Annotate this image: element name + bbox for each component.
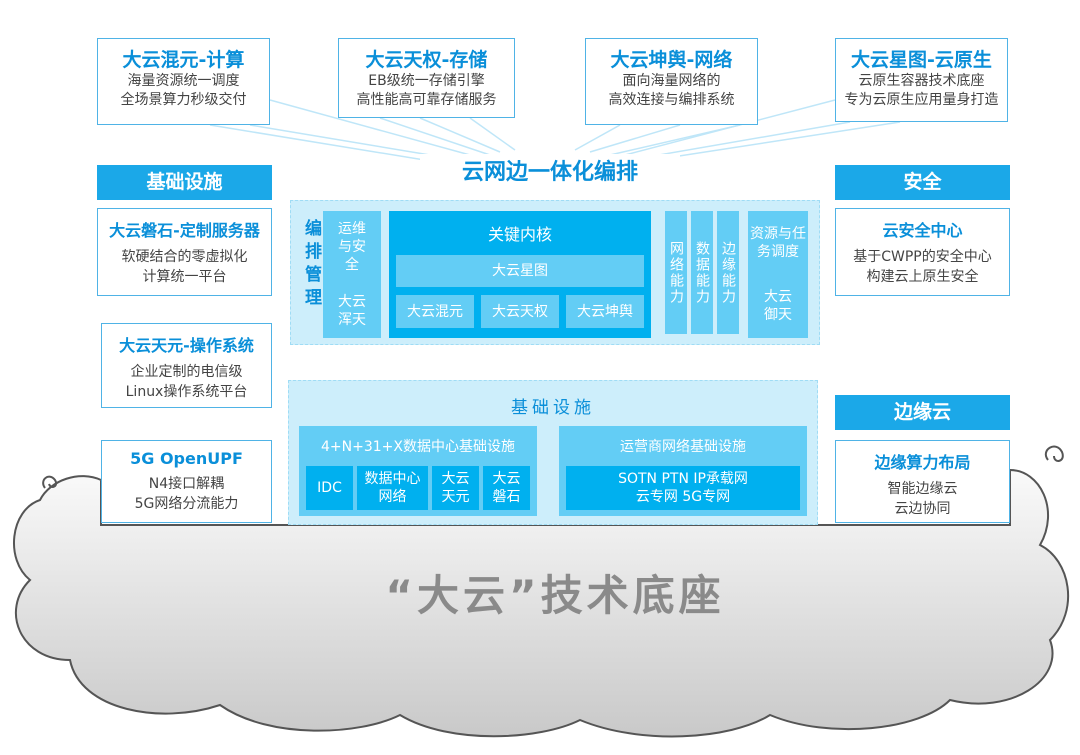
datacenter-title: 4+N+31+X数据中心基础设施 <box>321 439 515 455</box>
upf-box: 5G OpenUPF N4接口解耦 5G网络分流能力 <box>101 440 272 523</box>
dc-network: 数据中心网络 <box>357 466 428 510</box>
core-kunyu: 大云坤舆 <box>566 295 644 328</box>
dc-tianyuan: 大云天元 <box>432 466 479 510</box>
upf-title: 5G OpenUPF <box>130 449 243 468</box>
upf-desc-1: N4接口解耦 <box>148 476 225 492</box>
capability-network: 网络能力 <box>665 211 687 334</box>
edge-desc-1: 智能边缘云 <box>887 481 958 497</box>
security-box: 云安全中心 基于CWPP的安全中心构建云上原生安全 <box>835 208 1010 296</box>
infrastructure-title: 基础设施 <box>511 398 595 418</box>
upf-desc: N4接口解耦 5G网络分流能力 <box>102 474 271 514</box>
orchestration-panel: 编排管理 运维与安全 大云浑天 关键内核 大云星图 大云混元 大云天权 大云坤舆… <box>290 200 820 345</box>
security-desc-1: 基于CWPP的安全中心 <box>853 249 992 265</box>
security-desc-2: 构建云上原生安全 <box>866 269 979 285</box>
security-desc: 基于CWPP的安全中心构建云上原生安全 <box>836 247 1009 287</box>
server-box: 大云磐石-定制服务器 软硬结合的零虚拟化计算统一平台 <box>97 208 272 296</box>
os-desc-1: 企业定制的电信级 <box>130 364 243 380</box>
os-desc: 企业定制的电信级 Linux操作系统平台 <box>102 362 271 402</box>
capability-edge-label: 边缘能力 <box>720 240 736 305</box>
compute-box: 大云混元-计算 海量资源统一调度 全场景算力秒级交付 <box>97 38 270 125</box>
storage-title: 大云天权-存储 <box>365 49 488 71</box>
capability-data: 数据能力 <box>691 211 713 334</box>
ops-title: 运维与安全 <box>338 221 366 274</box>
network-desc-2: 高效连接与编排系统 <box>608 92 735 108</box>
security-header: 安全 <box>835 165 1010 200</box>
scheduling-name: 大云御天 <box>764 289 792 324</box>
scheduling-block: 资源与任务调度 大云御天 <box>748 211 808 338</box>
security-title: 云安全中心 <box>882 221 963 240</box>
carrier-block: 运营商网络基础设施 SOTN PTN IP承载网 云专网 5G专网 <box>559 426 807 516</box>
network-desc-1: 面向海量网络的 <box>622 73 721 89</box>
dc-panshi-label: 大云磐石 <box>492 471 521 505</box>
edge-desc-2: 云边协同 <box>894 501 951 517</box>
capability-data-label: 数据能力 <box>694 240 710 305</box>
core-block: 关键内核 大云星图 大云混元 大云天权 大云坤舆 <box>389 211 651 338</box>
core-xingtu: 大云星图 <box>396 255 644 287</box>
capability-network-label: 网络能力 <box>668 240 684 305</box>
compute-title: 大云混元-计算 <box>122 49 245 71</box>
edge-header: 边缘云 <box>835 395 1010 430</box>
ops-block: 运维与安全 大云浑天 <box>323 211 381 338</box>
carrier-line-2: 云专网 5G专网 <box>635 489 731 505</box>
scheduling-title: 资源与任务调度 <box>750 225 806 260</box>
core-title: 关键内核 <box>487 225 552 244</box>
orchestration-label: 编排管理 <box>301 219 321 311</box>
compute-desc-2: 全场景算力秒级交付 <box>120 92 247 108</box>
os-desc-2: Linux操作系统平台 <box>125 384 248 400</box>
center-title: 云网边一体化编排 <box>420 154 680 186</box>
storage-desc-1: EB级统一存储引擎 <box>368 73 485 89</box>
dc-tianyuan-label: 大云天元 <box>441 471 470 505</box>
ops-name: 大云浑天 <box>338 293 366 328</box>
dc-network-label: 数据中心网络 <box>364 471 421 505</box>
os-box: 大云天元-操作系统 企业定制的电信级 Linux操作系统平台 <box>101 323 272 408</box>
carrier-line-1: SOTN PTN IP承载网 <box>618 471 748 487</box>
edge-title: 边缘算力布局 <box>874 453 971 472</box>
server-desc: 软硬结合的零虚拟化计算统一平台 <box>98 247 271 287</box>
server-title: 大云磐石-定制服务器 <box>109 221 260 240</box>
cloud-native-desc-2: 专为云原生应用量身打造 <box>844 92 999 108</box>
carrier-title: 运营商网络基础设施 <box>620 439 746 455</box>
core-hunyuan: 大云混元 <box>396 295 474 328</box>
capability-edge: 边缘能力 <box>717 211 739 334</box>
os-title: 大云天元-操作系统 <box>119 336 254 355</box>
dc-panshi: 大云磐石 <box>483 466 530 510</box>
upf-desc-2: 5G网络分流能力 <box>134 496 239 512</box>
dc-idc: IDC <box>306 466 353 510</box>
cloud-native-title: 大云星图-云原生 <box>851 49 992 71</box>
infrastructure-panel: 基础设施 4+N+31+X数据中心基础设施 IDC 数据中心网络 大云天元 大云… <box>288 380 818 525</box>
server-desc-2: 计算统一平台 <box>142 269 227 285</box>
core-tianquan: 大云天权 <box>481 295 559 328</box>
network-box: 大云坤舆-网络 面向海量网络的 高效连接与编排系统 <box>585 38 758 125</box>
edge-desc: 智能边缘云云边协同 <box>836 479 1009 519</box>
compute-desc-1: 海量资源统一调度 <box>127 73 240 89</box>
storage-desc-2: 高性能高可靠存储服务 <box>356 92 497 108</box>
footer-title: “大云”技术底座 <box>385 571 725 620</box>
edge-box: 边缘算力布局 智能边缘云云边协同 <box>835 440 1010 523</box>
cloud-native-box: 大云星图-云原生 云原生容器技术底座 专为云原生应用量身打造 <box>835 38 1008 122</box>
left-header: 基础设施 <box>97 165 272 200</box>
server-desc-1: 软硬结合的零虚拟化 <box>121 249 248 265</box>
network-title: 大云坤舆-网络 <box>610 49 733 71</box>
storage-box: 大云天权-存储 EB级统一存储引擎 高性能高可靠存储服务 <box>338 38 515 118</box>
datacenter-block: 4+N+31+X数据中心基础设施 IDC 数据中心网络 大云天元 大云磐石 <box>299 426 537 516</box>
cloud-native-desc-1: 云原生容器技术底座 <box>858 73 985 89</box>
carrier-networks: SOTN PTN IP承载网 云专网 5G专网 <box>566 466 800 510</box>
